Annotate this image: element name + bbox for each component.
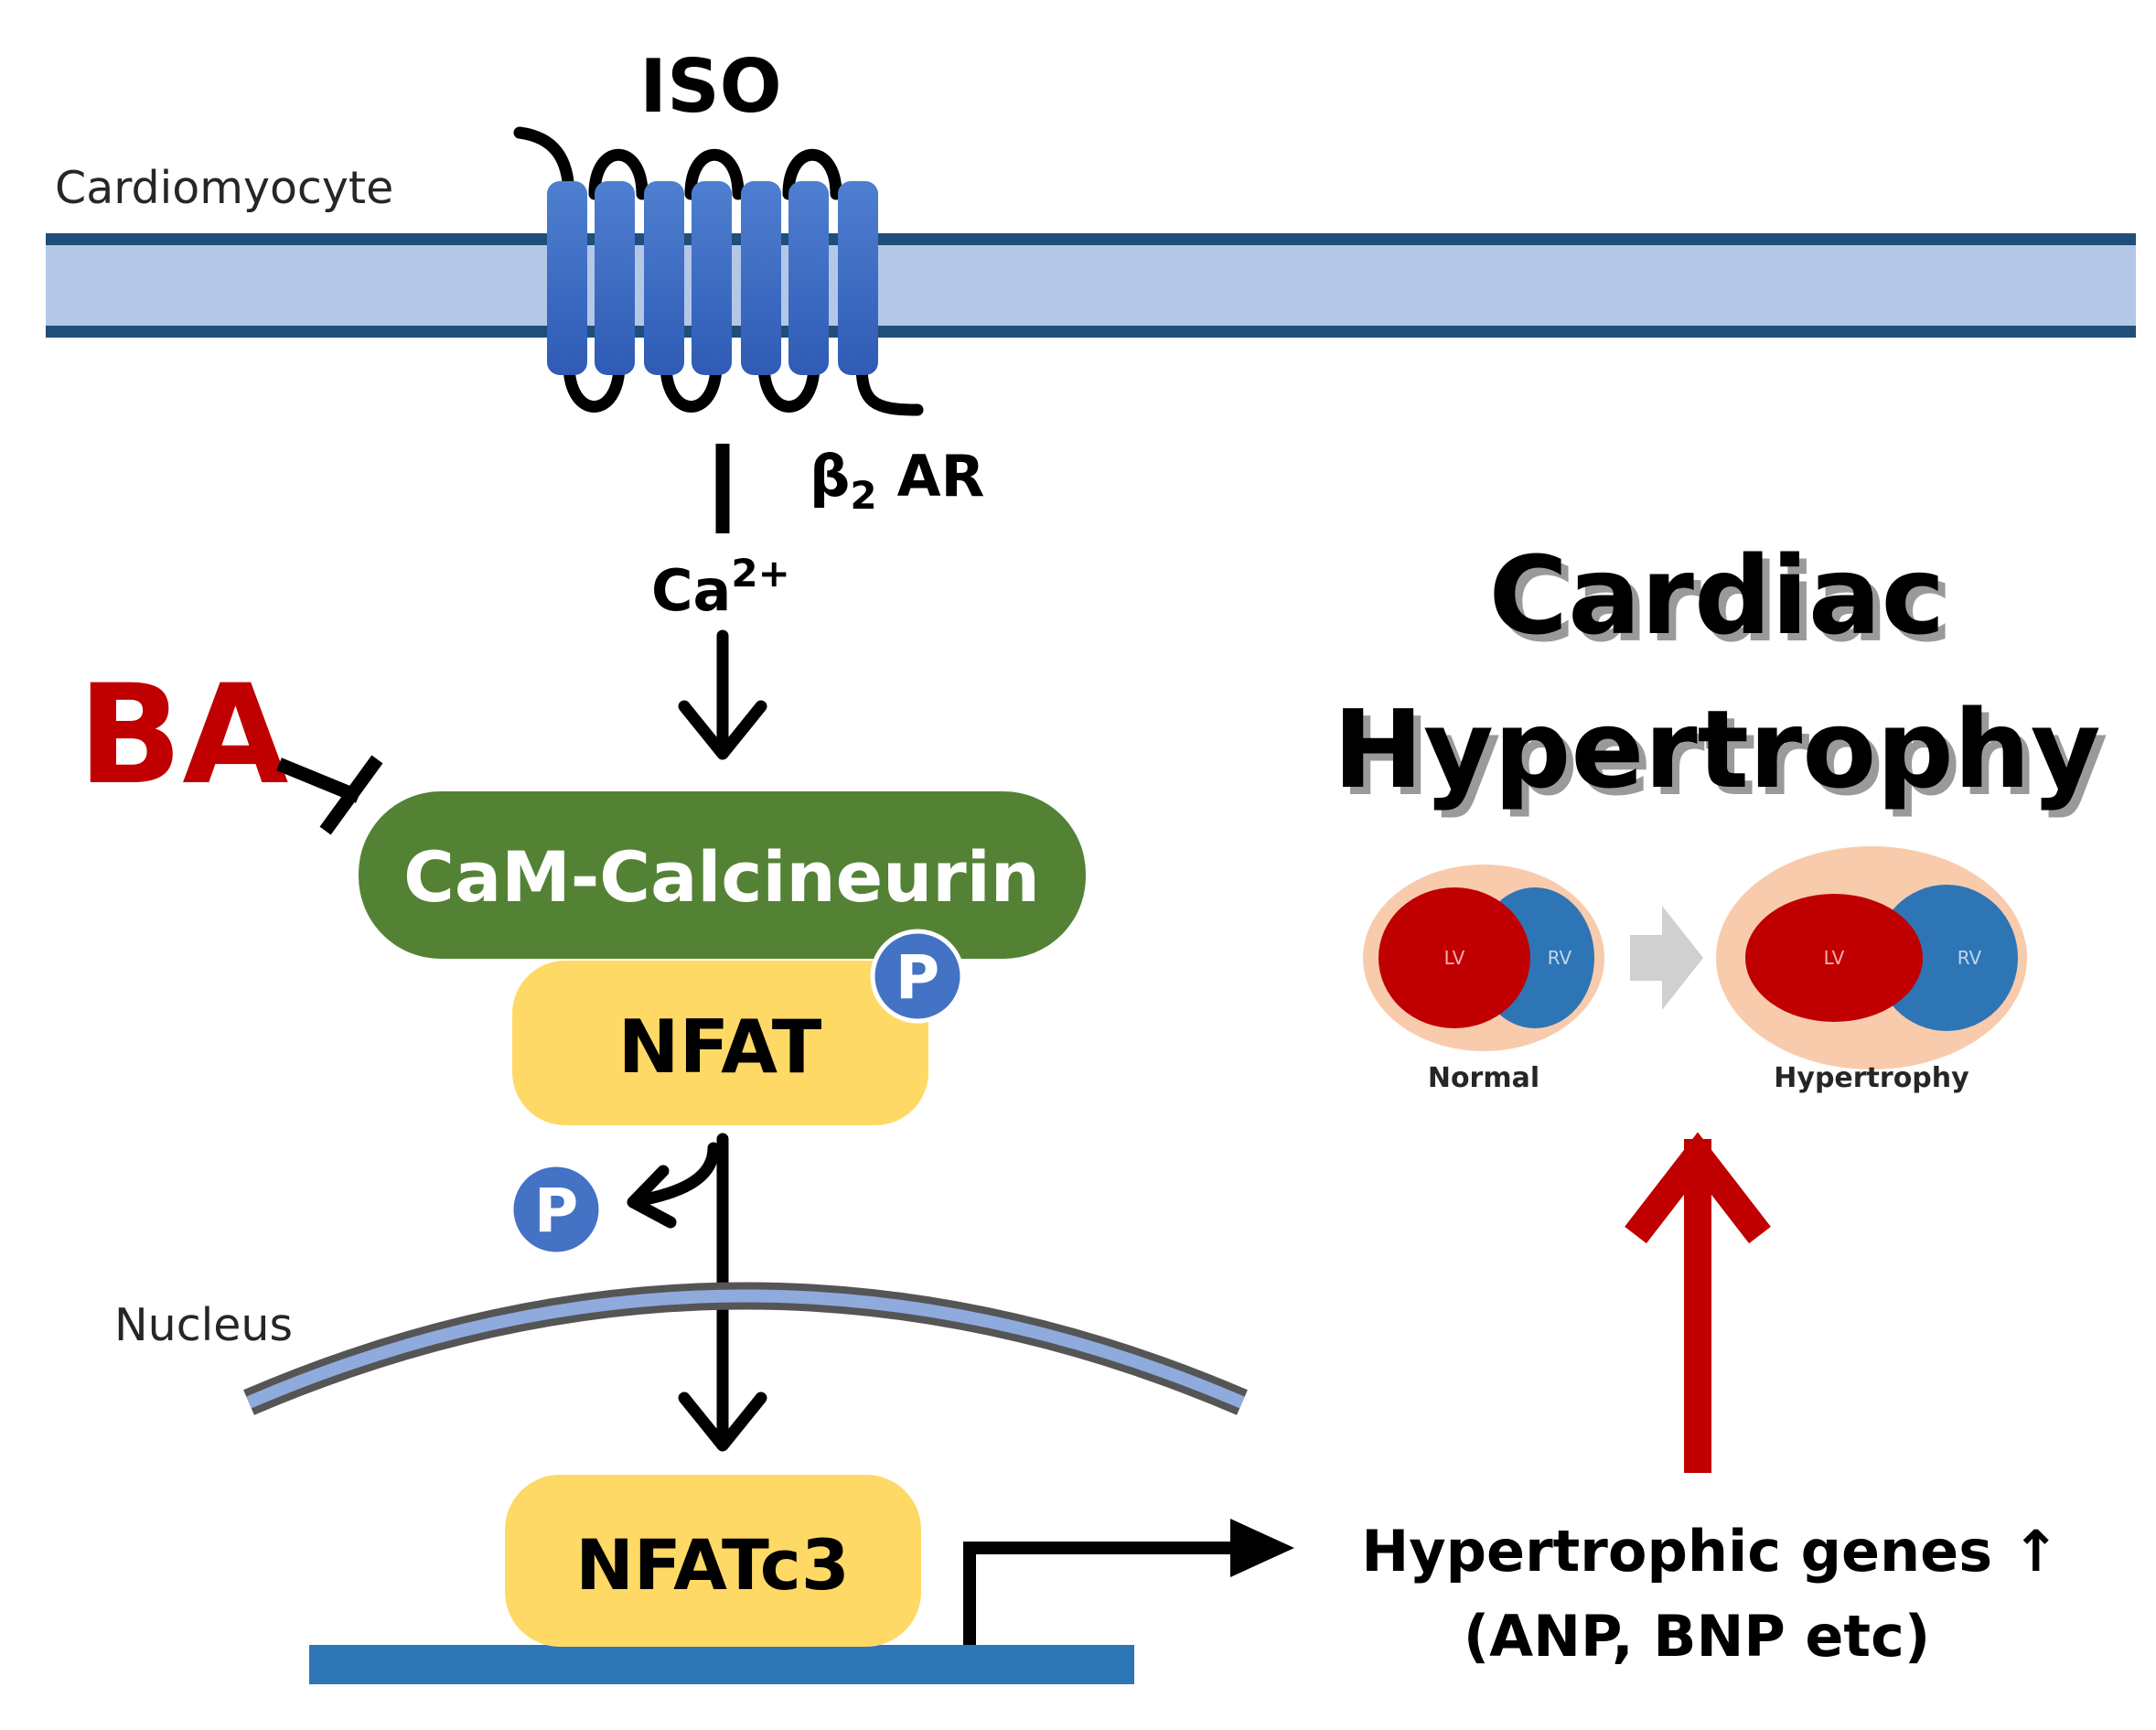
calcium-charge: 2+ [731,551,789,596]
hypertrophy-caption: Hypertrophy [1774,1062,1969,1094]
nfatc3-label: NFATc3 [575,1524,849,1606]
hypertrophic-genes-line1: Hypertrophic genes ↑ [1361,1518,2059,1585]
hypertrophy-rv-label: RV [1958,947,1982,969]
inhibition-bar [276,755,383,835]
title-line2: Hypertrophy [1333,686,2100,812]
normal-caption: Normal [1428,1062,1539,1094]
receptor-label: β2 AR [810,443,984,518]
ba-inhibitor-label: BA [78,656,288,815]
cam-calcineurin-box [359,791,1086,959]
nucleus-label: Nucleus [114,1299,293,1351]
normal-rv-label: RV [1548,947,1572,969]
transcription-arrow [963,1542,1244,1645]
cam-calcineurin-label: CaM-Calcineurin [403,836,1040,918]
nfat-box [512,961,928,1125]
nuclear-envelope [243,1282,1248,1415]
normal-heart: LV RV [1363,865,1604,1051]
hypertrophy-heart: LV RV [1716,846,2027,1069]
dephosphorylation-arrow [627,1142,720,1229]
phospho-label-released: P [534,1176,578,1246]
phospho-badge-nfat: P [870,929,965,1024]
receptor-beta: β [810,443,850,510]
transcription-arrowhead [1230,1519,1294,1577]
beta2-adrenergic-receptor [547,181,878,375]
receptor-subscript: 2 [850,473,876,518]
nfat-label: NFAT [618,1005,822,1090]
calcium-symbol: Ca [651,557,731,624]
nfatc3-box [505,1475,921,1647]
title-line1-shadow: Cardiac [1496,540,1953,666]
cell-membrane [46,233,2136,338]
title-line2-shadow: Hypertrophy [1340,693,2108,820]
phospho-badge-released: P [509,1162,604,1257]
iso-label: ISO [639,44,781,129]
cardiomyocyte-label: Cardiomyocyte [55,162,393,214]
title-line1: Cardiac [1489,532,1946,659]
transition-arrow [1630,906,1703,1010]
calcium-label: Ca2+ [651,551,790,624]
normal-lv-label: LV [1444,947,1465,969]
red-up-arrow [1625,1132,1771,1473]
calcium-arrow [678,629,767,760]
hypertrophy-lv-label: LV [1824,947,1845,969]
dna-strand [309,1645,1134,1684]
phospho-label-nfat: P [896,942,939,1013]
cardiac-hypertrophy-title: Cardiac Cardiac Hypertrophy Hypertrophy [1333,532,2108,820]
receptor-ar: AR [897,443,985,510]
hypertrophic-genes-line2: (ANP, BNP etc) [1464,1603,1930,1670]
